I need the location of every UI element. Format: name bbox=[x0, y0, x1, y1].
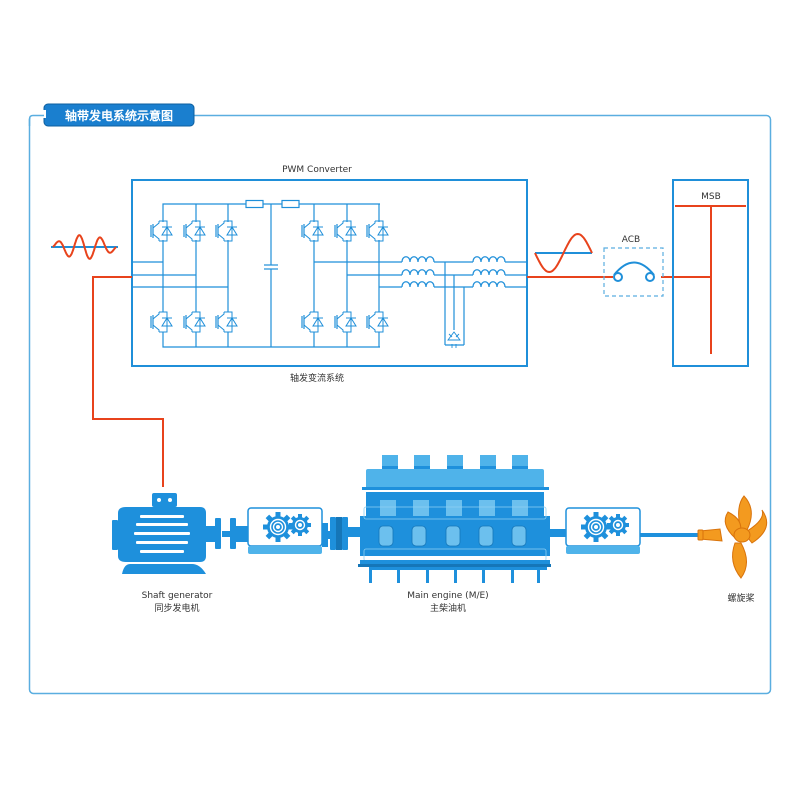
propeller-icon bbox=[697, 495, 768, 579]
igbt-icon bbox=[215, 220, 238, 242]
inductor-icon bbox=[472, 256, 506, 263]
igbt-icon bbox=[301, 220, 324, 242]
input-bus bbox=[132, 261, 228, 288]
coupling-icon bbox=[322, 517, 362, 550]
shaft-generator-cn-label: 同步发电机 bbox=[154, 602, 199, 614]
igbt-icon bbox=[215, 311, 238, 333]
propeller-label: 螺旋桨 bbox=[727, 592, 754, 604]
igbt-icon bbox=[301, 311, 324, 333]
inductor-icon bbox=[472, 269, 506, 276]
generator-power-line bbox=[92, 276, 164, 487]
rectifier-bridge bbox=[162, 203, 380, 348]
igbt-icon bbox=[183, 220, 206, 242]
msb-box bbox=[672, 179, 749, 367]
title-badge: 轴带发电系统示意图 bbox=[43, 103, 195, 127]
converter-label: PWM Converter bbox=[282, 165, 352, 175]
ac-wave-icon bbox=[51, 234, 118, 260]
gearbox-icon bbox=[247, 507, 323, 555]
inverter-bridge bbox=[313, 204, 402, 347]
outer-frame bbox=[28, 114, 772, 695]
acb-box bbox=[603, 247, 664, 297]
resistor-icon bbox=[245, 199, 264, 209]
filter-inductors bbox=[401, 256, 506, 288]
diagram-title: 轴带发电系统示意图 bbox=[65, 108, 173, 123]
resistor-icon bbox=[281, 199, 300, 209]
dc-link bbox=[245, 199, 380, 347]
inductor-icon bbox=[401, 269, 435, 276]
generator-icon bbox=[112, 493, 248, 574]
engine-icon bbox=[358, 455, 566, 583]
msb-label: MSB bbox=[701, 192, 721, 202]
inductor-icon bbox=[401, 281, 435, 288]
igbt-icon bbox=[150, 311, 173, 333]
output-filter bbox=[434, 261, 527, 348]
sine-wave-icon bbox=[534, 232, 593, 274]
propeller-shaft bbox=[640, 533, 700, 537]
igbt-group bbox=[150, 220, 389, 333]
inductor-icon bbox=[401, 256, 435, 263]
igbt-icon bbox=[366, 311, 389, 333]
igbt-icon bbox=[334, 220, 357, 242]
main-engine-label: Main engine (M/E) bbox=[407, 591, 488, 601]
main-engine-cn-label: 主柴油机 bbox=[430, 602, 466, 614]
converter-system-label: 轴发变流系统 bbox=[290, 372, 344, 384]
breaker-icon bbox=[613, 261, 655, 282]
pwm-converter-box bbox=[131, 179, 528, 367]
igbt-icon bbox=[334, 311, 357, 333]
filter-capacitor-icon bbox=[447, 331, 461, 348]
acb-label: ACB bbox=[622, 235, 640, 245]
igbt-icon bbox=[150, 220, 173, 242]
igbt-icon bbox=[183, 311, 206, 333]
gearbox-icon bbox=[565, 507, 641, 555]
inductor-icon bbox=[472, 281, 506, 288]
shaft-generator-label: Shaft generator bbox=[142, 591, 213, 601]
igbt-icon bbox=[366, 220, 389, 242]
